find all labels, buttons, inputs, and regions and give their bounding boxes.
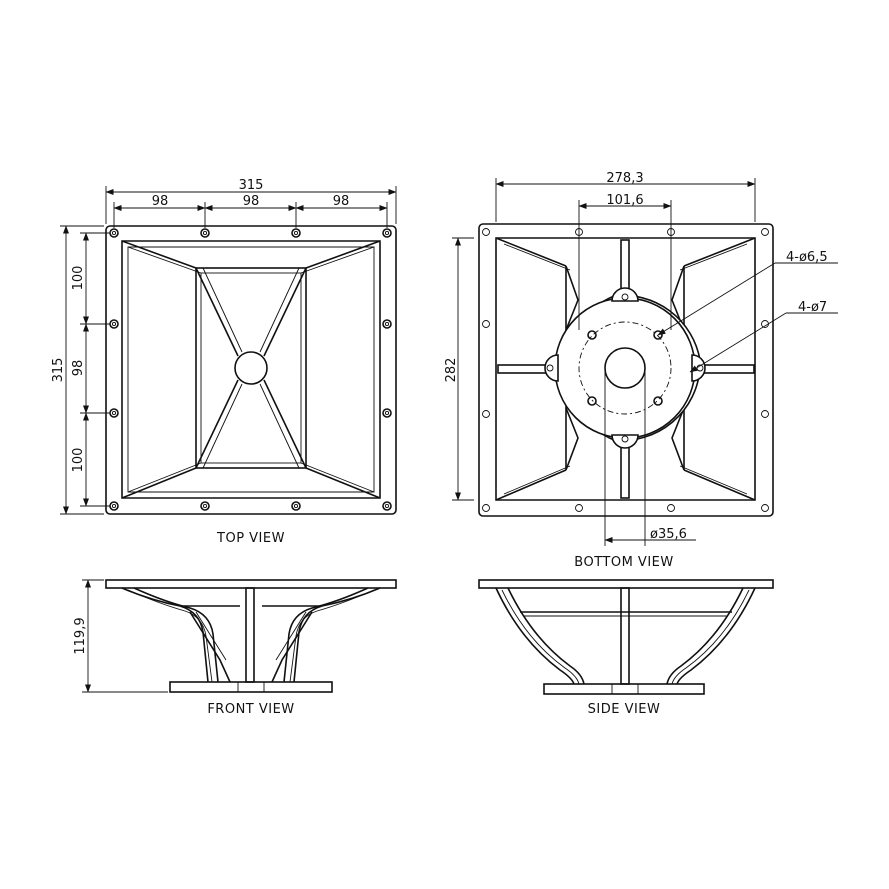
bottom-view-caption: BOTTOM VIEW	[574, 555, 673, 570]
side-view: SIDE VIEW	[478, 579, 774, 717]
top-dim-overall-height: 315	[51, 358, 66, 383]
side-view-caption: SIDE VIEW	[588, 702, 661, 717]
bottom-mounting-holes	[482, 228, 769, 512]
front-view-caption: FRONT VIEW	[207, 702, 294, 717]
top-dim-lines	[60, 186, 397, 515]
bottom-dim-height: 282	[444, 358, 459, 383]
bottom-dim-holes-a: 4-ø6,5	[786, 250, 828, 265]
top-dim-v-mid: 98	[71, 360, 86, 377]
bottom-corner-lines	[495, 237, 756, 501]
front-flange	[105, 579, 397, 589]
top-dim-seg-mid: 98	[243, 194, 260, 209]
top-throat-inner	[200, 272, 302, 464]
bottom-dim-bolt-circle: 101,6	[606, 193, 643, 208]
top-mounting-holes	[109, 228, 392, 511]
side-right-inner-wall	[666, 587, 744, 685]
top-view: 315 98 98 98 315 100 98 100 TOP VIEW	[51, 178, 397, 546]
front-base-flange	[169, 681, 333, 693]
side-left-outer-wall	[495, 587, 575, 685]
front-center-rib	[245, 587, 255, 683]
top-throat-box	[195, 267, 307, 469]
front-right-inner-wall	[283, 587, 369, 683]
bottom-throat-hole	[604, 347, 646, 389]
bottom-dim-holes-b: 4-ø7	[798, 300, 827, 315]
side-flange	[478, 579, 774, 589]
side-center-rib	[620, 587, 630, 685]
bottom-flange-outline	[478, 223, 774, 517]
side-right-outer-wall	[676, 587, 756, 685]
front-dim-depth: 119,9	[73, 617, 88, 654]
top-corner-lines	[121, 240, 381, 499]
side-base-flange	[543, 683, 705, 695]
top-dim-overall-width: 315	[239, 178, 264, 193]
top-dim-seg-right: 98	[333, 194, 350, 209]
front-right-outer-wall	[293, 587, 381, 683]
bottom-dim-lines	[452, 178, 838, 546]
bottom-dim-throat: ø35,6	[650, 527, 687, 542]
top-diagonal-ribs	[195, 267, 307, 469]
top-dim-v-bottom: 100	[71, 448, 86, 473]
side-left-inner-wall	[507, 587, 585, 685]
top-dim-seg-left: 98	[152, 194, 169, 209]
top-view-caption: TOP VIEW	[216, 531, 285, 546]
front-left-inner-wall	[133, 587, 219, 683]
bottom-view: 278,3 101,6 282 4-ø6,5 4-ø7 ø35,6 BOTTOM…	[444, 171, 838, 570]
top-throat-hole	[234, 351, 268, 385]
bottom-flange-ears	[544, 287, 706, 449]
top-flange-outline	[105, 225, 397, 515]
top-dim-v-top: 100	[71, 266, 86, 291]
front-ribs	[189, 611, 313, 683]
front-view: 119,9 FRONT VIEW	[73, 579, 397, 717]
bottom-bolt-holes	[587, 330, 663, 406]
bottom-dim-overall-width: 278,3	[606, 171, 643, 186]
front-left-outer-wall	[121, 587, 209, 683]
bottom-bolt-circle	[578, 321, 672, 415]
